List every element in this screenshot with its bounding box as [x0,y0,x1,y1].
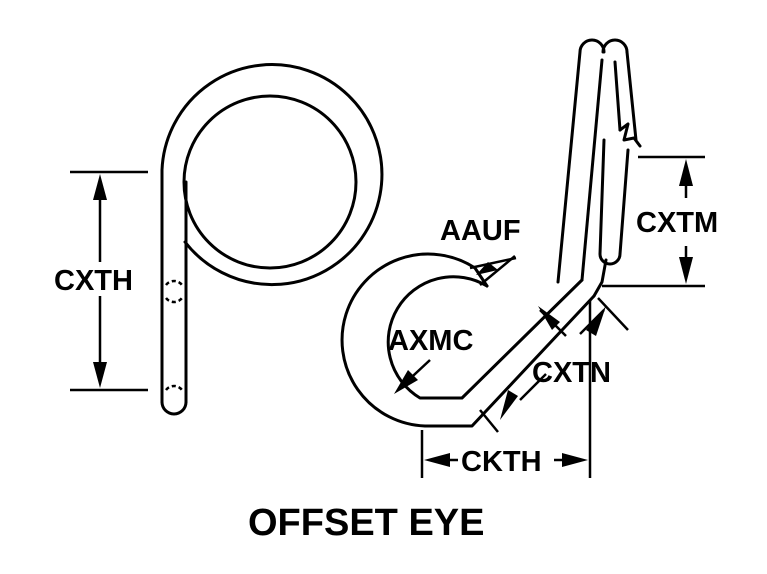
coil-break-line [618,122,642,148]
aauf-leader [469,256,517,270]
left-spring-hidden-wire [165,279,183,391]
ckth-label: CKTH [461,446,542,478]
right-spring-view: AAUF AXMC CXTM CXTN [340,38,718,478]
cxtn-extension-left [479,409,499,433]
ckth-dimension [420,300,592,478]
cxtm-arrow-down [679,257,693,284]
aauf-arrow [476,262,498,275]
cxtm-dimension [602,155,705,288]
upright-coil-section [556,38,642,298]
left-spring-outline [160,63,384,416]
aauf-extension [479,255,516,286]
cxtn-extension-right [597,297,629,331]
axmc-dimension [394,359,431,394]
diagram-title: OFFSET EYE [248,502,484,544]
cxtn-arrow-upper [538,306,560,330]
axmc-label: AXMC [388,325,473,357]
ckth-arrow-right [562,453,588,467]
cxtn-label: CXTN [532,357,611,389]
cxth-arrow-down [93,362,107,388]
cxth-arrow-up [93,174,107,200]
eye-outer-contour [340,252,596,428]
eye-hook-tip [473,266,489,288]
aauf-label: AAUF [440,215,521,247]
cxtn-dim-line-lower [519,373,547,401]
cxth-label: CXTH [54,265,133,297]
cxtn-arrow-left [500,390,518,420]
aauf-dimension [469,255,517,286]
cxtm-label: CXTM [636,207,718,239]
cxtm-arrow-up [679,159,693,186]
axmc-arrow [394,370,418,394]
left-spring-view: CXTH [54,63,384,416]
cxtn-dimension [479,297,629,433]
ckth-arrow-left [424,453,450,467]
cxth-dimension [70,170,148,392]
